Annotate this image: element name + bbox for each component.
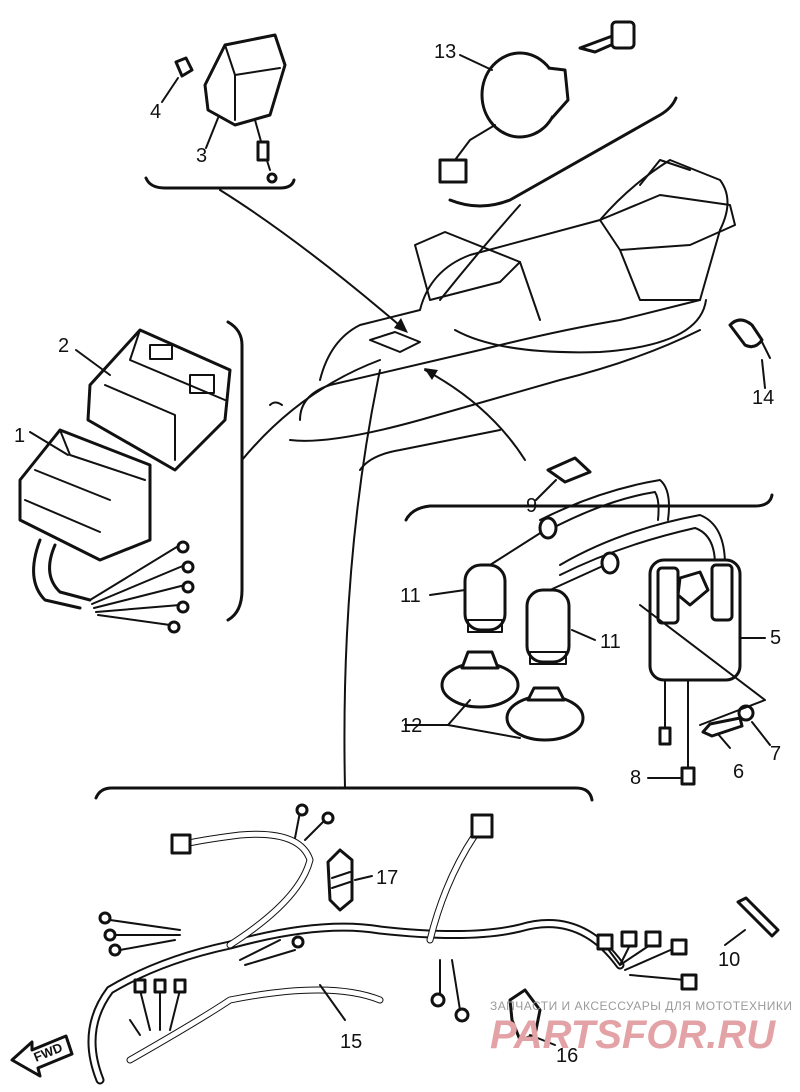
part-2-cover bbox=[86, 328, 232, 472]
callout-10: 10 bbox=[718, 949, 740, 971]
leader-14b bbox=[761, 359, 766, 389]
leader-11b bbox=[571, 629, 596, 641]
leader-9 bbox=[535, 479, 557, 501]
part-11-plug-cap-a bbox=[463, 516, 558, 633]
bracket-left bbox=[226, 320, 244, 622]
callout-15: 15 bbox=[340, 1031, 362, 1053]
part-15-wire-harness bbox=[87, 803, 698, 1085]
leader-top-right bbox=[439, 204, 521, 301]
leader-1 bbox=[29, 431, 69, 456]
leader-17 bbox=[354, 875, 373, 881]
leader-10 bbox=[724, 929, 746, 946]
leader-5-bracket bbox=[639, 604, 766, 726]
leader-7 bbox=[751, 721, 771, 746]
callout-2: 2 bbox=[58, 335, 69, 357]
callout-7: 7 bbox=[770, 743, 781, 765]
leader-6 bbox=[717, 733, 731, 749]
part-12-grommet-a bbox=[440, 650, 520, 709]
arrowhead-right bbox=[424, 368, 438, 380]
leader-4 bbox=[161, 77, 179, 103]
leader-2 bbox=[75, 349, 111, 376]
part-17-clip bbox=[326, 848, 354, 912]
part-10-pin bbox=[736, 896, 780, 938]
callout-12: 12 bbox=[400, 715, 422, 737]
leader-3 bbox=[205, 117, 219, 149]
part-5-ignition-coil bbox=[539, 479, 742, 786]
bracket-bottom bbox=[94, 786, 594, 802]
watermark-brand: PARTSFOR.RU bbox=[490, 1013, 776, 1057]
part-14-clamp bbox=[728, 318, 771, 359]
callout-16: 16 bbox=[556, 1045, 578, 1067]
arrowhead-top-left bbox=[394, 318, 408, 333]
callout-3: 3 bbox=[196, 145, 207, 167]
leader-15 bbox=[319, 984, 346, 1021]
part-12-grommet-b bbox=[505, 686, 585, 742]
leader-11a bbox=[429, 589, 466, 596]
leader-14 bbox=[454, 299, 707, 354]
fwd-arrow: FWD bbox=[10, 1034, 74, 1078]
bracket-top-left bbox=[144, 176, 296, 190]
watermark-tagline: ЗАПЧАСТИ И АКСЕССУАРЫ ДЛЯ МОТОТЕХНИКИ bbox=[490, 999, 792, 1013]
callout-5: 5 bbox=[770, 627, 781, 649]
part-4-clip bbox=[174, 56, 194, 78]
leader-top-left bbox=[219, 189, 406, 331]
callout-11a: 11 bbox=[400, 585, 421, 607]
leader-12 bbox=[404, 699, 521, 739]
callout-4: 4 bbox=[150, 101, 161, 123]
leader-bottom bbox=[343, 369, 381, 789]
part-9-clip bbox=[546, 456, 592, 484]
bracket-top-right bbox=[448, 96, 678, 208]
leader-left bbox=[241, 359, 381, 461]
leader-16 bbox=[529, 1034, 556, 1046]
part-13-main-switch bbox=[438, 20, 636, 184]
callout-17: 17 bbox=[376, 867, 398, 889]
callout-14: 14 bbox=[752, 387, 774, 409]
callout-8: 8 bbox=[630, 767, 641, 789]
callout-9: 9 bbox=[526, 495, 537, 517]
callout-1: 1 bbox=[14, 425, 25, 447]
callout-11b: 11 bbox=[600, 631, 621, 653]
part-11-plug-cap-b bbox=[525, 551, 620, 665]
part-6-bolt bbox=[701, 716, 744, 738]
part-16-bracket bbox=[508, 988, 542, 1042]
callout-13: 13 bbox=[434, 41, 456, 63]
vehicle-hull bbox=[269, 159, 736, 471]
leader-13 bbox=[459, 54, 493, 71]
part-1-cdi-unit bbox=[18, 428, 195, 634]
callout-6: 6 bbox=[733, 761, 744, 783]
bracket-right bbox=[404, 493, 774, 522]
leader-right bbox=[424, 369, 526, 461]
part-3-relay bbox=[203, 33, 287, 184]
